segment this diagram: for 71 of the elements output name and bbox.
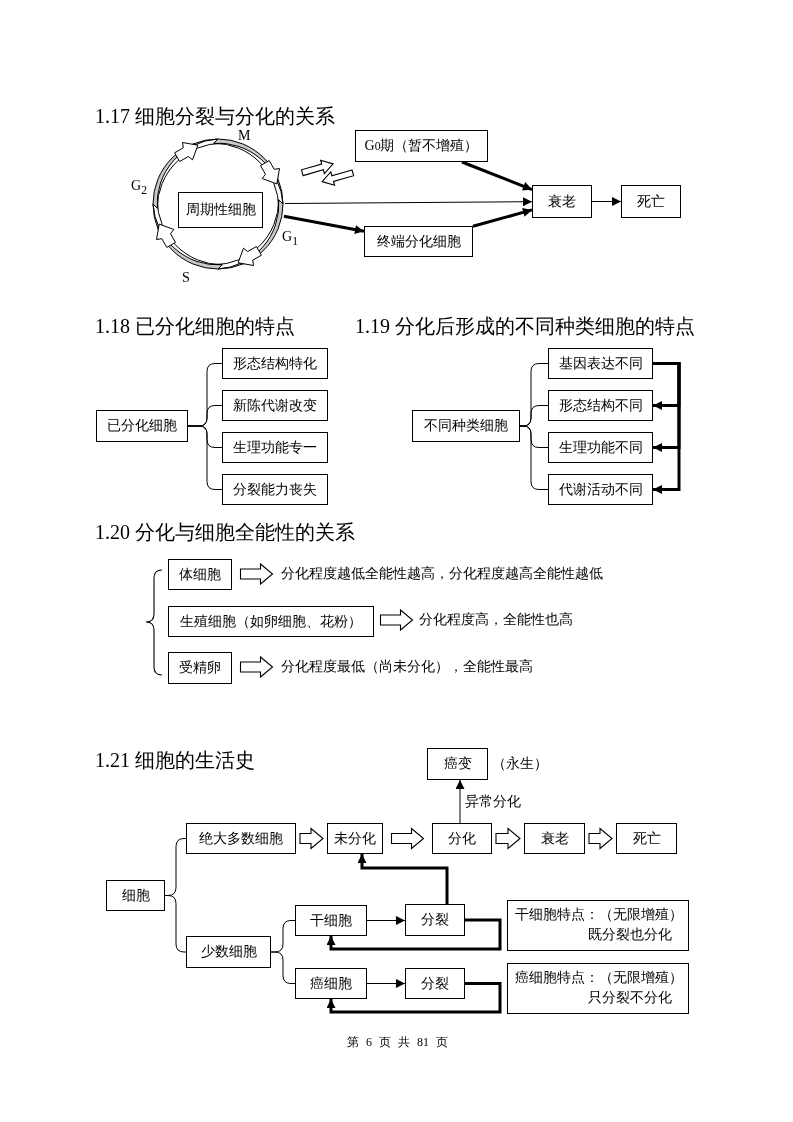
arrow: [472, 207, 533, 228]
block-arrow: [300, 159, 335, 177]
process-box: 未分化: [327, 823, 383, 854]
arrow: [591, 197, 622, 206]
page-number: 第 6 页 共 81 页: [347, 1034, 448, 1051]
brace: [187, 425, 223, 490]
note-text: 干细胞特点：（无限增殖）: [515, 906, 683, 924]
note-box: [507, 900, 689, 951]
connector-arrow: [653, 362, 681, 494]
block-arrow: [321, 169, 355, 187]
process-box: 分裂能力丧失: [222, 474, 328, 505]
process-box: 终端分化细胞: [364, 226, 473, 257]
process-box: 体细胞: [168, 559, 232, 590]
section-heading: 1.19 分化后形成的不同种类细胞的特点: [355, 314, 695, 339]
process-box: 细胞: [106, 880, 165, 911]
process-box: 基因表达不同: [548, 348, 653, 379]
process-box: 生理功能专一: [222, 432, 328, 463]
section-heading: 1.20 分化与细胞全能性的关系: [95, 520, 355, 545]
phase-label: G$_{2}$: [131, 178, 147, 197]
note-text: 只分裂不分化: [588, 989, 672, 1007]
process-box: 新陈代谢改变: [222, 390, 328, 421]
block-arrow: [588, 827, 613, 850]
block-arrow: [299, 827, 324, 850]
arrow: [366, 979, 406, 988]
process-box: 衰老: [532, 185, 592, 218]
loop-arrow: [326, 918, 502, 951]
process-box: 生殖细胞（如卵细胞、花粉）: [168, 606, 374, 637]
block-arrow: [379, 608, 414, 632]
process-box: 代谢活动不同: [548, 474, 653, 505]
note-text: 癌细胞特点：（无限增殖）: [515, 969, 683, 987]
phase-label: M: [238, 128, 251, 144]
section-heading: 1.17 细胞分裂与分化的关系: [95, 104, 335, 129]
brace: [519, 425, 549, 490]
block-arrow: [390, 827, 425, 850]
block-arrow: [239, 562, 274, 586]
process-box: 分化: [432, 823, 492, 854]
arrow: [283, 214, 365, 235]
section-heading: 1.21 细胞的生活史: [95, 748, 255, 773]
process-box: 周期性细胞: [178, 192, 263, 228]
beside-text: （永生）: [492, 755, 548, 773]
process-box: 干细胞: [295, 905, 367, 936]
process-box: 死亡: [621, 185, 681, 218]
process-box: 衰老: [524, 823, 585, 854]
process-box: 少数细胞: [186, 936, 271, 968]
section-heading: 1.18 已分化细胞的特点: [95, 314, 295, 339]
process-box: 癌变: [427, 748, 488, 780]
note-box: [507, 963, 689, 1014]
phase-label: S: [182, 270, 190, 286]
arrow: [461, 160, 533, 191]
process-box: 绝大多数细胞: [186, 823, 296, 854]
process-box: 死亡: [616, 823, 677, 854]
process-box: 分裂: [405, 904, 465, 936]
note-text: 既分裂也分化: [588, 926, 672, 944]
block-arrow: [239, 655, 274, 679]
process-box: 已分化细胞: [96, 410, 188, 442]
process-box: 不同种类细胞: [412, 410, 520, 442]
process-box: 形态结构不同: [548, 390, 653, 421]
process-box: 癌细胞: [295, 968, 367, 999]
result-text: 分化程度最低（尚未分化），全能性最高: [281, 657, 533, 677]
connector-arrow: [357, 854, 449, 904]
process-box: 分裂: [405, 968, 465, 999]
loop-arrow: [326, 982, 502, 1014]
arrow: [284, 197, 533, 207]
phase-label: G$_{1}$: [282, 229, 298, 248]
arrow: [366, 916, 406, 925]
arrow: [455, 779, 465, 824]
process-box: 受精卵: [168, 652, 232, 684]
process-box: 生理功能不同: [548, 432, 653, 463]
edge-label: 异常分化: [463, 793, 522, 812]
process-box: 形态结构特化: [222, 348, 328, 379]
block-arrow: [495, 827, 521, 850]
